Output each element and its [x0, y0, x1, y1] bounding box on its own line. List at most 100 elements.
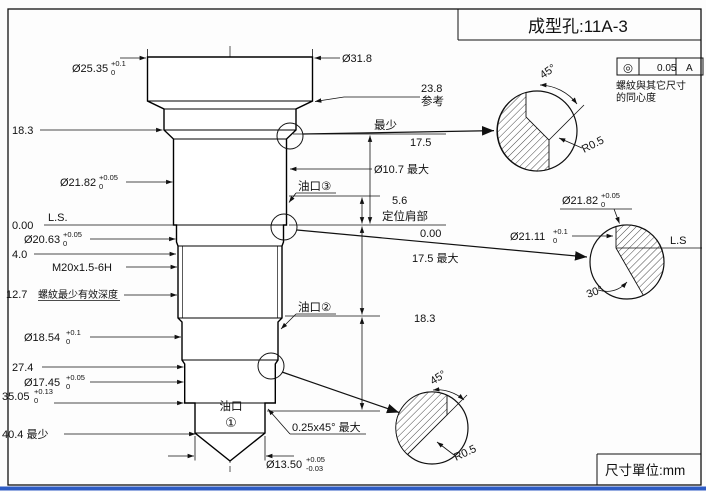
detail-leader-arrow-top	[302, 126, 495, 136]
datum-ls-left: 0.00 L.S.	[12, 212, 174, 232]
dimensions-bottom: 油口 ① 0.25x45° 最大 Ø13.50 +0.05 -0.03	[168, 399, 366, 473]
oil-port-3-label: 油口③	[298, 179, 331, 193]
dim-value: Ø20.63	[24, 234, 60, 246]
dim-18-3-right: 18.3	[359, 313, 435, 410]
dimensions-right: 最少 17.5 Ø10.7 最大 油口③ 5.6 定位肩部 0.00 17.5 …	[267, 119, 458, 412]
dim-dia-21-82: Ø21.82 +0.05 0	[60, 173, 173, 191]
dim-value: Ø18.54	[24, 332, 60, 344]
oil-port-1-number: ①	[225, 415, 237, 430]
dim-value: Ø25.35	[72, 63, 108, 75]
leader-line	[314, 96, 420, 103]
bottom-blue-line	[0, 486, 706, 491]
dim-value: Ø17.45	[24, 377, 60, 389]
thread-depth-note: 螺紋最少有效深度	[38, 288, 118, 301]
dim-ref-23-8: 23.8 参考	[314, 83, 444, 108]
ref-label: 参考	[421, 94, 444, 108]
dim-dia-10-7-max: Ø10.7 最大	[290, 162, 429, 176]
fcf-note-line1: 螺紋與其它尺寸	[616, 79, 686, 92]
dim-40-4-min: 40.4 最少	[2, 428, 196, 441]
oil-port-3: 油口③	[288, 179, 336, 203]
tol-lower: 0	[66, 382, 70, 391]
thread-spec: M20x1.5-6H	[52, 262, 112, 274]
tol-lower: 0	[553, 236, 557, 245]
dim-dia-20-63: Ø20.63 +0.05 0	[24, 230, 176, 248]
chamfer-value: 0.25x45° 最大	[292, 420, 361, 434]
dim-value: 12.7	[6, 289, 27, 301]
datum-zero: 0.00	[12, 220, 33, 232]
leader-line	[280, 313, 297, 330]
dim-5-6: 5.6	[359, 195, 407, 224]
detail-leader-arrow-bottom	[281, 371, 400, 414]
chamfer-extension-line	[548, 104, 585, 141]
tol-upper: +0.1	[111, 59, 126, 68]
tol-lower: 0	[34, 396, 38, 405]
dim-value: Ø13.50	[266, 459, 302, 471]
tol-upper: +0.05	[66, 373, 85, 382]
dim-value: 40.4 最少	[2, 428, 48, 441]
border-rect	[7, 8, 702, 486]
detail-view-middle: L.S Ø21.11 +0.1 0 Ø21.82 +0.05 0 30°	[510, 191, 702, 301]
dim-value: Ø10.7 最大	[374, 162, 429, 176]
detail-view-top: 45° R0.5	[496, 62, 606, 172]
detail-balloon-top	[276, 122, 304, 150]
fcf-datum: A	[686, 63, 693, 74]
tol-upper: +0.05	[99, 173, 118, 182]
dim-value: 17.5	[410, 137, 431, 149]
leader-line	[613, 208, 620, 224]
dim-value: 27.4	[12, 362, 33, 374]
tol-upper: +0.05	[63, 230, 82, 239]
dim-value: Ø21.11	[510, 231, 545, 243]
oil-port-2-label: 油口②	[298, 300, 331, 314]
dim-12-7-thread-depth: 12.7 螺紋最少有效深度	[6, 288, 177, 301]
dim-dia-31-8: Ø31.8	[314, 53, 372, 65]
tol-lower: 0	[66, 337, 70, 346]
units-block: 尺寸單位:mm	[596, 453, 701, 485]
angle-value: 30°	[585, 284, 605, 301]
dim-value: 4.0	[12, 249, 27, 261]
dim-value: 17.5 最大	[412, 251, 458, 265]
dim-18-3-left: 18.3	[12, 125, 163, 137]
oil-port-2: 油口②	[280, 300, 336, 330]
dim-4-0: 4.0	[12, 249, 176, 261]
angle-dim-arc	[597, 281, 628, 292]
oil-port-1: 油口 ①	[220, 399, 243, 430]
oil-port-1-label: 油口	[220, 399, 243, 413]
detail-leader-arrow-middle	[296, 229, 588, 261]
datum-ls-label: L.S.	[48, 212, 68, 224]
drawing-border	[0, 8, 706, 491]
dim-dia-18-54: Ø18.54 +0.1 0	[24, 328, 181, 346]
datum-zero: 0.00	[420, 228, 441, 240]
dim-value: Ø21.82	[562, 195, 598, 207]
dim-27-4: 27.4	[12, 362, 184, 374]
dim-value: Ø21.82	[60, 177, 96, 189]
tol-lower: 0	[99, 182, 103, 191]
ls-label: L.S	[670, 235, 687, 247]
datum-ls-right: 定位肩部 0.00	[382, 209, 441, 240]
detail-balloons	[257, 122, 588, 414]
part-main-view	[146, 46, 314, 472]
detail-balloon-middle	[270, 213, 298, 241]
min-label: 最少	[374, 119, 397, 132]
fcf-note-line2: 的同心度	[616, 91, 656, 104]
dim-17-5-min: 最少 17.5	[367, 119, 431, 224]
dim-35-05: 35.05 +0.13 0	[2, 387, 184, 406]
tol-lower: 0	[63, 239, 67, 248]
radius-leader	[558, 137, 583, 149]
leader-line	[288, 192, 297, 203]
tol-upper: +0.13	[34, 387, 53, 396]
dim-value: 18.3	[12, 125, 33, 137]
dim-thread-m20: M20x1.5-6H	[52, 262, 177, 274]
dimensions-left: Ø25.35 +0.1 0 Ø31.8 23.8 参考 18.3 Ø21.82 …	[2, 49, 444, 441]
leader-line	[267, 408, 291, 435]
dim-value: 23.8	[421, 83, 442, 95]
dim-dia-13-50: Ø13.50 +0.05 -0.03	[168, 436, 325, 473]
dim-dia-25-35: Ø25.35 +0.1 0	[72, 55, 146, 77]
dim-value: 35.05	[2, 391, 30, 403]
concentricity-icon: ◎	[623, 63, 633, 75]
title-block: 成型孔:11A-3	[457, 9, 701, 41]
radius-leader	[436, 441, 455, 456]
tol-upper: +0.05	[306, 455, 325, 464]
